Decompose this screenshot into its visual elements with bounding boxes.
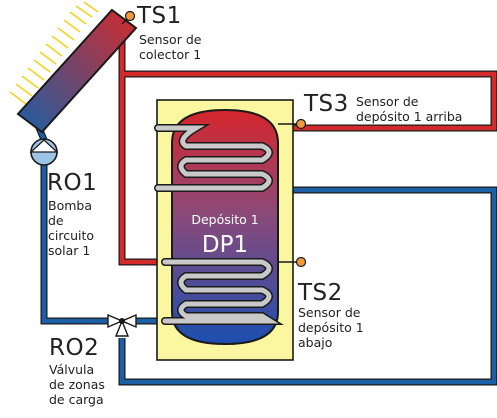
ro1-code: RO1 — [47, 170, 98, 196]
tank-code: DP1 — [201, 232, 249, 258]
ro1-desc-2: de — [48, 213, 64, 228]
ro2-desc-2: de zonas — [49, 377, 105, 392]
ro2-desc-3: de carga — [49, 392, 104, 407]
ro1-desc-4: solar 1 — [48, 243, 91, 258]
sensor-ts3-icon — [278, 118, 307, 130]
lower-coil — [161, 258, 284, 325]
pump-icon — [29, 138, 59, 166]
ts3-code: TS3 — [304, 91, 349, 117]
ts2-code: TS2 — [298, 280, 343, 306]
upper-coil — [154, 124, 273, 192]
ro2-code: RO2 — [49, 335, 100, 361]
storage-tank — [171, 108, 279, 346]
ts2-desc-2: depósito 1 — [298, 320, 364, 335]
sensor-ts1-icon — [121, 10, 136, 25]
solar-collector — [16, 8, 138, 134]
ts2-desc-1: Sensor de — [298, 305, 361, 320]
ts3-desc-2: depósito 1 arriba — [356, 109, 463, 124]
three-way-valve-icon — [107, 313, 137, 337]
ts1-code: TS1 — [137, 3, 182, 29]
ro1-desc-1: Bomba — [48, 198, 92, 213]
ro2-desc-1: Válvula — [49, 362, 95, 377]
sun-rays — [9, 1, 99, 105]
ts3-desc-1: Sensor de — [356, 94, 419, 109]
tank-name: Depósito 1 — [191, 212, 259, 227]
ts1-desc-1: Sensor de — [139, 32, 202, 47]
ro1-desc-3: circuito — [48, 228, 95, 243]
sensor-ts2-icon — [278, 256, 307, 268]
ts1-desc-2: colector 1 — [139, 47, 202, 62]
ts2-desc-3: abajo — [298, 335, 333, 350]
